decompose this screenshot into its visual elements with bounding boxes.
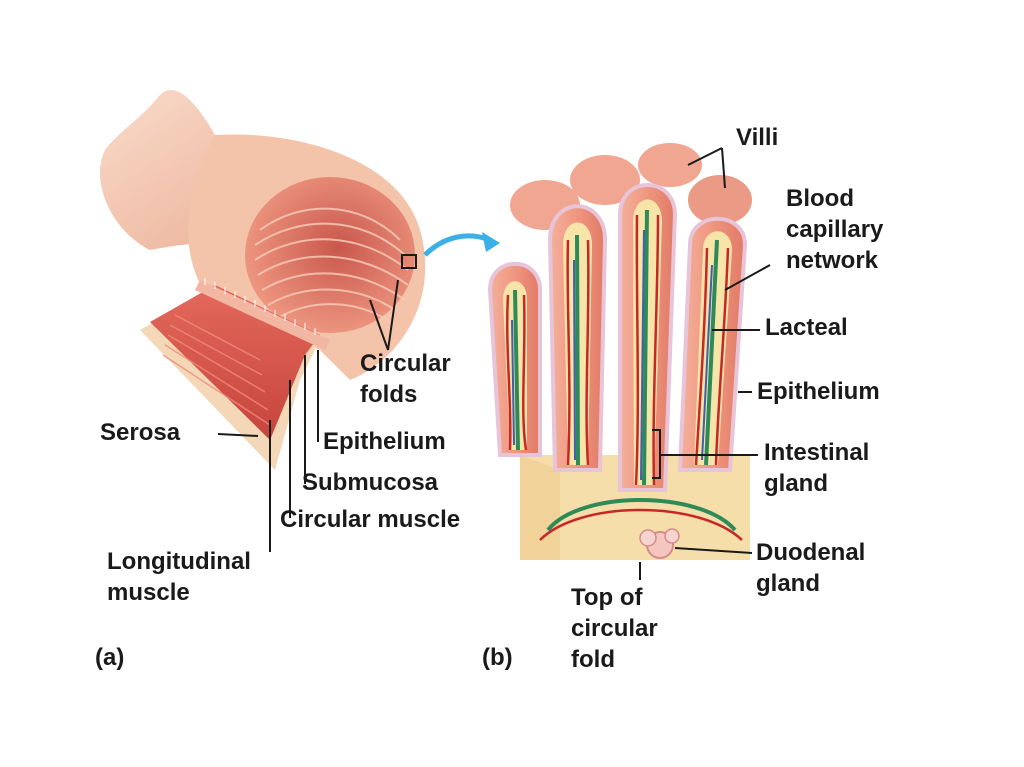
lacteals (513, 209, 737, 532)
circular-folds-label: Circular folds (360, 348, 451, 410)
top-of-circular-fold-line-3: fold (571, 646, 615, 673)
duodenal-gland-line-1: Duodenal (756, 539, 866, 566)
muscle-striations (162, 314, 271, 426)
circular-folds-line-1: Circular (360, 350, 451, 377)
circular-muscle-label: Circular muscle (280, 506, 461, 533)
blood-capillaries (506, 214, 743, 541)
duodenal-gland-line-2: gland (756, 570, 820, 597)
blood-capillary-network-label: Blood capillary network (786, 183, 883, 276)
circular-fold-lines (254, 207, 409, 323)
zoom-arrow (423, 232, 500, 257)
submucosa-label: Submucosa (302, 469, 439, 496)
top-of-circular-fold-line-1: Top of (571, 584, 643, 611)
magnified-region-box (401, 254, 417, 269)
duodenal-gland (639, 528, 680, 559)
duodenal-gland-label: Duodenal gland (756, 537, 865, 599)
epithelium-label-b: Epithelium (757, 378, 880, 405)
lacteal-label: Lacteal (765, 314, 848, 341)
intestinal-gland-line-2: gland (764, 470, 828, 497)
leader-lines (217, 147, 771, 580)
blood-capillary-network-line-2: capillary (786, 216, 884, 243)
venules (511, 229, 713, 481)
epithelium-label-a: Epithelium (323, 428, 446, 455)
top-of-circular-fold-line-2: circular (571, 615, 658, 642)
panel-b-tag: (b) (482, 644, 513, 671)
villi-label: Villi (736, 124, 779, 151)
submucosa-strip (195, 280, 330, 350)
longitudinal-muscle-line-2: muscle (107, 579, 190, 606)
blood-capillary-network-line-3: network (786, 247, 879, 274)
submucosa-block (520, 455, 750, 560)
longitudinal-muscle-label: Longitudinal muscle (107, 546, 251, 608)
epithelium-fringe (204, 278, 316, 335)
serosa-label: Serosa (100, 419, 181, 446)
intestinal-gland-line-1: Intestinal (764, 439, 870, 466)
longitudinal-muscle-line-1: Longitudinal (107, 548, 251, 575)
top-of-circular-fold-label: Top of circular fold (571, 582, 658, 675)
villi-block (487, 143, 752, 560)
tube-lumen (245, 177, 415, 333)
intestinal-gland-label: Intestinal gland (764, 437, 869, 499)
circular-folds-line-2: folds (360, 381, 418, 408)
intestine-tube (100, 89, 426, 470)
panel-a-tag: (a) (95, 644, 125, 671)
blood-capillary-network-line-1: Blood (786, 185, 854, 212)
